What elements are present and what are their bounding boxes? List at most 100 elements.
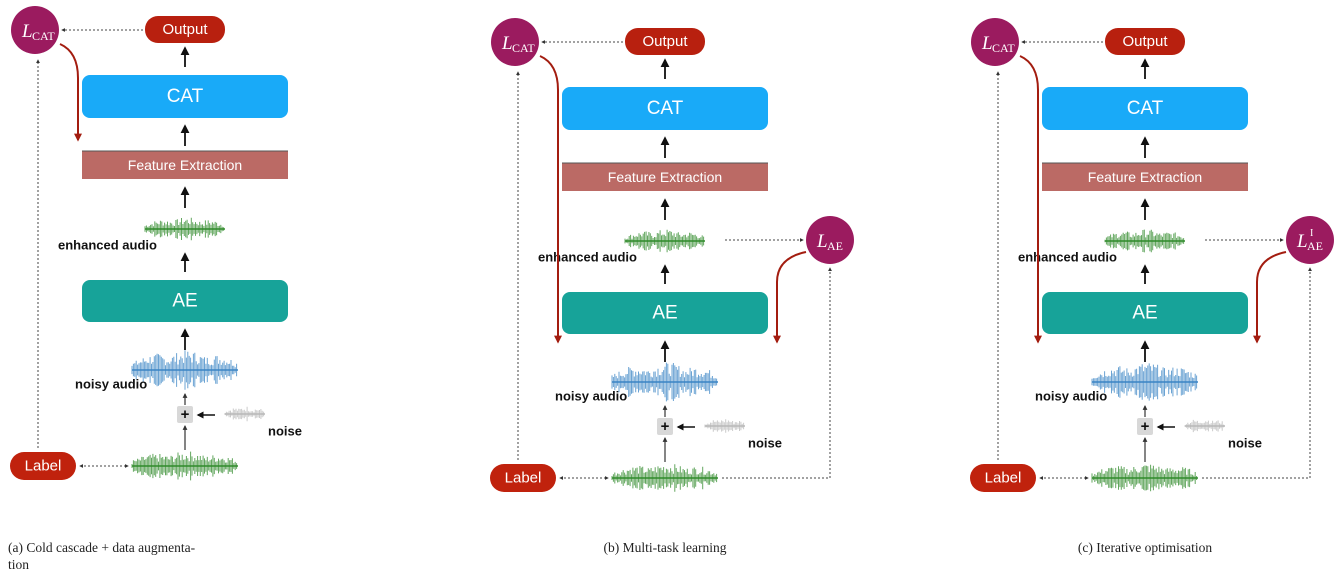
loss-symbol: L <box>501 33 513 54</box>
clean-audio-waveform <box>1091 464 1198 492</box>
caption-a-line2: tion <box>8 557 29 572</box>
output-box-shape <box>1105 28 1185 55</box>
loss-circle <box>1286 216 1334 264</box>
loss-subscript: AE <box>827 239 843 253</box>
feature-extraction-label: Feature Extraction <box>608 169 722 185</box>
gradient-arrow-cat <box>539 55 562 344</box>
caption-c: (c) Iterative optimisation <box>1078 540 1212 555</box>
loss-subscript: CAT <box>32 29 55 43</box>
enhanced-audio-label: enhanced audio <box>538 250 637 265</box>
loss-subscript: AE <box>1307 239 1323 253</box>
cat-box-shape <box>562 87 768 130</box>
output-box-shape <box>145 16 225 43</box>
feature-extraction-box: Feature Extraction <box>1042 162 1248 191</box>
feature-extraction-shape <box>1042 163 1248 191</box>
clean-to-loss-ae <box>1202 267 1312 479</box>
loss-circle <box>806 216 854 264</box>
noise-label: noise <box>748 436 782 451</box>
cat-box-shape <box>82 75 288 118</box>
gradient-arrow-cat <box>1019 55 1042 344</box>
label-box-label: Label <box>985 470 1022 487</box>
loss-symbol: L <box>816 231 828 252</box>
label-box-label: Label <box>25 458 62 475</box>
enhanced-audio-label: enhanced audio <box>1018 250 1117 265</box>
label-box-shape <box>490 464 556 492</box>
noise-waveform <box>224 406 265 422</box>
loss-symbol: L <box>1296 231 1308 252</box>
caption-b: (b) Multi-task learning <box>604 540 727 555</box>
ae-box-shape <box>562 292 768 334</box>
ae-box-shape <box>1042 292 1248 334</box>
output-box-shape <box>625 28 705 55</box>
clean-audio-waveform <box>131 451 238 481</box>
noisy-audio-label: noisy audio <box>1035 389 1107 404</box>
label-box-shape <box>10 452 76 480</box>
plus-sign: + <box>181 406 190 423</box>
loss-superscript: I <box>1310 228 1313 239</box>
cat-box-label: CAT <box>1127 98 1164 119</box>
noisy-audio-waveform <box>131 350 238 390</box>
output-box-label: Output <box>642 33 688 50</box>
ae-box-shape <box>82 280 288 322</box>
noisy-audio-waveform <box>611 362 718 402</box>
feature-extraction-box: Feature Extraction <box>82 150 288 179</box>
gradient-arrow-ae <box>773 251 807 344</box>
enhanced-audio-waveform <box>624 229 705 253</box>
gradient-arrow-cat <box>59 43 82 142</box>
label-box: Label <box>490 464 556 492</box>
loss-symbol: L <box>21 21 33 42</box>
enhanced-audio-label: enhanced audio <box>58 238 157 253</box>
loss-circle <box>11 6 59 54</box>
captions: (a) Cold cascade + data augmenta-tion (b)… <box>8 540 1212 572</box>
feature-extraction-label: Feature Extraction <box>128 157 242 173</box>
ae-box: AE <box>1042 292 1248 334</box>
sum-node: + <box>177 406 193 423</box>
sum-node-shape <box>657 418 673 435</box>
ae-box-label: AE <box>1132 303 1157 324</box>
feature-extraction-shape <box>562 163 768 191</box>
sum-node-shape <box>1137 418 1153 435</box>
cat-box: CAT <box>1042 87 1248 130</box>
noise-label: noise <box>1228 436 1262 451</box>
loss-circle <box>971 18 1019 66</box>
output-box: Output <box>1105 28 1185 55</box>
label-box: Label <box>970 464 1036 492</box>
caption-a-line1: (a) Cold cascade + data augmenta- <box>8 540 196 555</box>
cat-box: CAT <box>82 75 288 118</box>
output-box: Output <box>625 28 705 55</box>
cat-box: CAT <box>562 87 768 130</box>
output-box-label: Output <box>162 21 208 38</box>
clean-to-loss-ae <box>722 267 832 479</box>
clean-audio-waveform <box>611 464 718 492</box>
cat-box-label: CAT <box>647 98 684 119</box>
loss-symbol: L <box>981 33 993 54</box>
enhanced-audio-waveform <box>144 217 225 241</box>
noisy-audio-label: noisy audio <box>555 389 627 404</box>
noise-waveform <box>1184 419 1225 433</box>
gradient-arrow-ae <box>1253 251 1287 344</box>
ae-box-label: AE <box>652 303 677 324</box>
sum-node: + <box>1137 418 1153 435</box>
noisy-audio-label: noisy audio <box>75 377 147 392</box>
cat-box-label: CAT <box>167 86 204 107</box>
loss-circle <box>491 18 539 66</box>
plus-sign: + <box>661 418 670 435</box>
noise-label: noise <box>268 424 302 439</box>
label-box: Label <box>10 452 76 480</box>
output-box: Output <box>145 16 225 43</box>
sum-node-shape <box>177 406 193 423</box>
cat-box-shape <box>1042 87 1248 130</box>
ae-box-label: AE <box>172 291 197 312</box>
plus-sign: + <box>1141 418 1150 435</box>
ae-box: AE <box>82 280 288 322</box>
output-box-label: Output <box>1122 33 1168 50</box>
feature-extraction-label: Feature Extraction <box>1088 169 1202 185</box>
